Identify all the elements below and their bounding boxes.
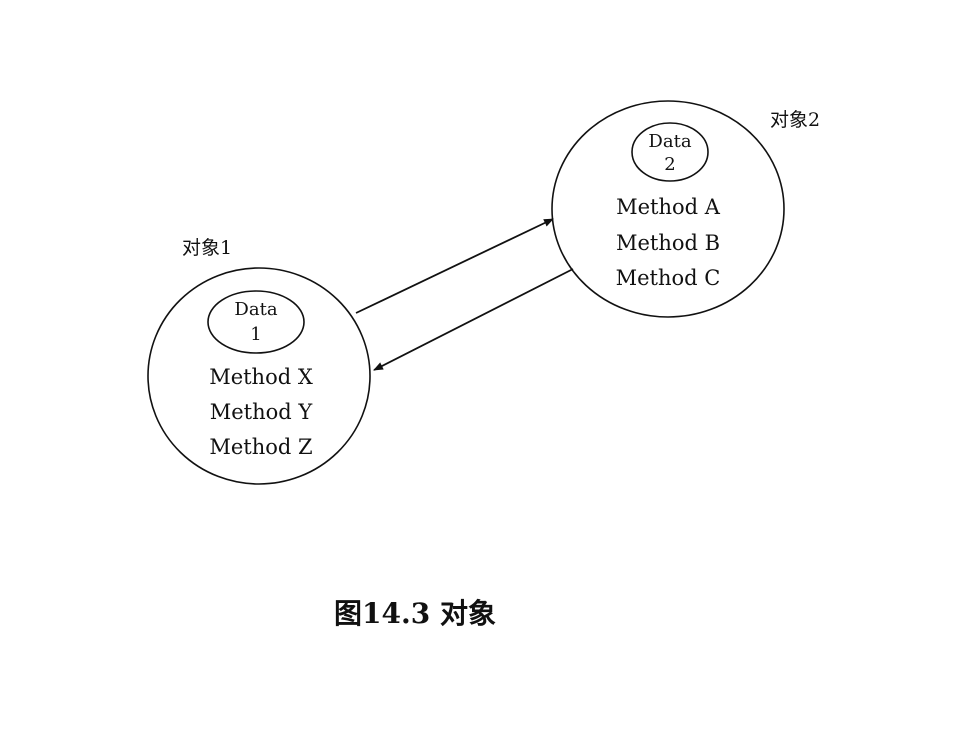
object-1-circle <box>147 267 371 485</box>
object-2-data-index: 2 <box>664 154 675 175</box>
object-2-circle <box>551 100 785 318</box>
object-1: 对象1 Data 1 Method X Method Y Method Z <box>147 237 371 485</box>
object-2-method-b: Method B <box>616 231 720 255</box>
object-2-data-ellipse <box>631 122 709 182</box>
figure-caption: 图14.3 对象 <box>334 597 496 630</box>
object-1-method-x: Method X <box>209 365 313 389</box>
object-2: 对象2 Data 2 Method A Method B Method C <box>551 100 820 318</box>
arrow-object1-to-object2 <box>355 218 554 314</box>
object-1-label: 对象1 <box>182 237 232 259</box>
arrow-object2-to-object1 <box>373 268 574 371</box>
object-1-data-index: 1 <box>250 324 261 345</box>
object-1-method-z: Method Z <box>209 435 312 459</box>
object-2-method-c: Method C <box>616 266 721 290</box>
object-1-method-y: Method Y <box>210 400 314 424</box>
object-2-data-label: Data <box>648 131 691 152</box>
object-2-label: 对象2 <box>770 109 820 131</box>
object-1-data-label: Data <box>234 299 277 320</box>
object-1-data-ellipse <box>207 290 305 354</box>
object-2-method-a: Method A <box>616 195 721 219</box>
